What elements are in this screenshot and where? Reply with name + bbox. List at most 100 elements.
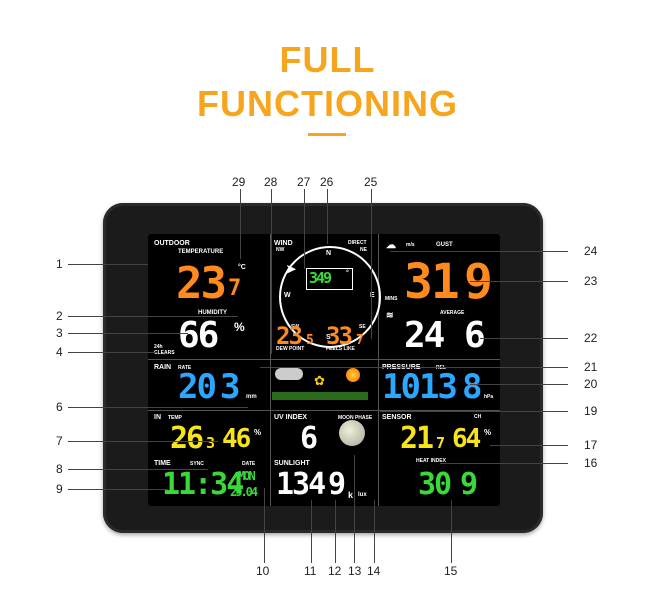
sunlight-unit-k: k xyxy=(348,490,354,500)
wind-nw: NW xyxy=(276,247,285,253)
sunlight-label: SUNLIGHT xyxy=(274,460,310,467)
moon-phase-icon xyxy=(339,420,365,446)
callout-16: 16 xyxy=(584,456,598,470)
pressure-decimal: 8 xyxy=(462,367,483,407)
wind-degree-unit: ° xyxy=(346,270,349,277)
callout-line xyxy=(68,441,218,442)
sunlight-unit-lux: lux xyxy=(358,492,367,498)
humidity-unit: % xyxy=(234,320,245,334)
compass-e: E xyxy=(370,292,375,299)
callout-8: 8 xyxy=(56,462,63,476)
callout-1: 1 xyxy=(56,257,63,271)
date-value: 29.04 xyxy=(230,485,258,499)
callout-line xyxy=(311,500,312,563)
divider xyxy=(148,410,500,411)
channel-label: CH xyxy=(474,414,482,420)
heat-index-value: 30 xyxy=(418,467,452,502)
heat-index-decimal: 9 xyxy=(460,467,478,502)
feels-like-label: FEELS LIKE xyxy=(326,346,355,352)
wind-degree-box xyxy=(306,268,353,290)
temperature-label: TEMPERATURE xyxy=(178,249,224,255)
headline-line-2: FUNCTIONING xyxy=(197,83,458,124)
divider xyxy=(270,410,271,506)
callout-11: 11 xyxy=(304,564,317,578)
callout-line xyxy=(68,407,248,408)
indoor-humidity-unit: % xyxy=(254,428,262,437)
sunflower-icon: ✿ xyxy=(314,373,325,388)
compass-sw: SW xyxy=(291,324,300,330)
callout-6: 6 xyxy=(56,400,63,414)
lcd-screen: OUTDOOR TEMPERATURE 23 7 °C HUMIDITY 66 … xyxy=(148,234,500,506)
callout-25: 25 xyxy=(364,175,378,189)
indoor-humidity: 46 xyxy=(222,424,251,454)
callout-21: 21 xyxy=(584,360,598,374)
indoor-temp: 26 xyxy=(170,421,204,456)
dew-point-label: DEW POINT xyxy=(276,346,305,352)
time-value: 11:34 xyxy=(162,467,244,502)
wind-ne: NE xyxy=(360,247,367,253)
outdoor-humidity: 66 xyxy=(178,315,219,356)
callout-line xyxy=(390,251,568,252)
callout-line xyxy=(374,500,375,563)
callout-line xyxy=(480,338,568,339)
callout-line xyxy=(335,500,336,563)
mins-label: MINS xyxy=(385,296,398,302)
forecast-sun-icon xyxy=(346,368,360,382)
callout-line xyxy=(240,189,241,259)
callout-line xyxy=(490,445,568,446)
callout-line xyxy=(68,333,188,334)
wind-icon: ≋ xyxy=(386,310,394,320)
callout-line xyxy=(371,189,372,339)
compass-se: SE xyxy=(359,324,366,330)
uv-index-label: UV INDEX xyxy=(274,414,308,421)
callout-line xyxy=(440,463,568,464)
wind-degrees: 349 xyxy=(309,269,332,287)
callout-line xyxy=(327,189,328,244)
sunlight-value: 134 xyxy=(276,467,326,502)
callout-13: 13 xyxy=(348,564,362,578)
pressure-rel-label: REL xyxy=(436,365,446,371)
date-label: DATE xyxy=(242,461,256,467)
indoor-label: IN xyxy=(154,414,161,421)
feels-like-value: 33 xyxy=(326,322,353,350)
sensor-label: SENSOR xyxy=(382,414,412,421)
average-decimal: 6 xyxy=(464,315,486,356)
callout-line xyxy=(68,352,158,353)
callout-line xyxy=(68,264,148,265)
callout-9: 9 xyxy=(56,482,63,496)
gust-label: GUST xyxy=(436,242,453,248)
outdoor-temp-decimal: 7 xyxy=(228,276,241,301)
callout-3: 3 xyxy=(56,326,63,340)
gust-decimal: 9 xyxy=(464,254,493,310)
time-label: TIME xyxy=(154,460,171,467)
callout-19: 19 xyxy=(584,404,598,418)
compass-s: S xyxy=(326,334,331,341)
callout-line xyxy=(451,500,452,563)
day-value: MON xyxy=(238,469,256,483)
callout-15: 15 xyxy=(444,564,458,578)
callout-line xyxy=(354,455,355,563)
indoor-temp-decimal: 3 xyxy=(206,434,215,452)
callout-22: 22 xyxy=(584,331,598,345)
outdoor-label: OUTDOOR xyxy=(154,240,190,247)
callout-line xyxy=(260,367,568,368)
dew-point-value: 23 xyxy=(276,322,303,350)
forecast-grass xyxy=(272,392,368,400)
moon-phase-label: MOON PHASE xyxy=(338,415,373,421)
rain-decimal: 3 xyxy=(220,367,241,407)
indoor-temp-label: TEMP xyxy=(168,415,182,421)
temp-unit: °C xyxy=(238,264,246,271)
callout-12: 12 xyxy=(328,564,342,578)
average-label: AVERAGE xyxy=(440,310,465,316)
wind-direct-label: DIRECT xyxy=(348,240,367,246)
callout-29: 29 xyxy=(232,175,246,189)
headline-line-1: FULL xyxy=(279,39,376,80)
uv-index-value: 6 xyxy=(300,421,318,456)
callout-line xyxy=(470,384,568,385)
callout-line xyxy=(470,281,568,282)
forecast-cloud-icon xyxy=(275,368,303,380)
callout-line xyxy=(264,488,265,563)
pressure-unit: hPa xyxy=(484,394,494,400)
gust-value: 31 xyxy=(404,254,460,310)
callout-line xyxy=(68,316,238,317)
